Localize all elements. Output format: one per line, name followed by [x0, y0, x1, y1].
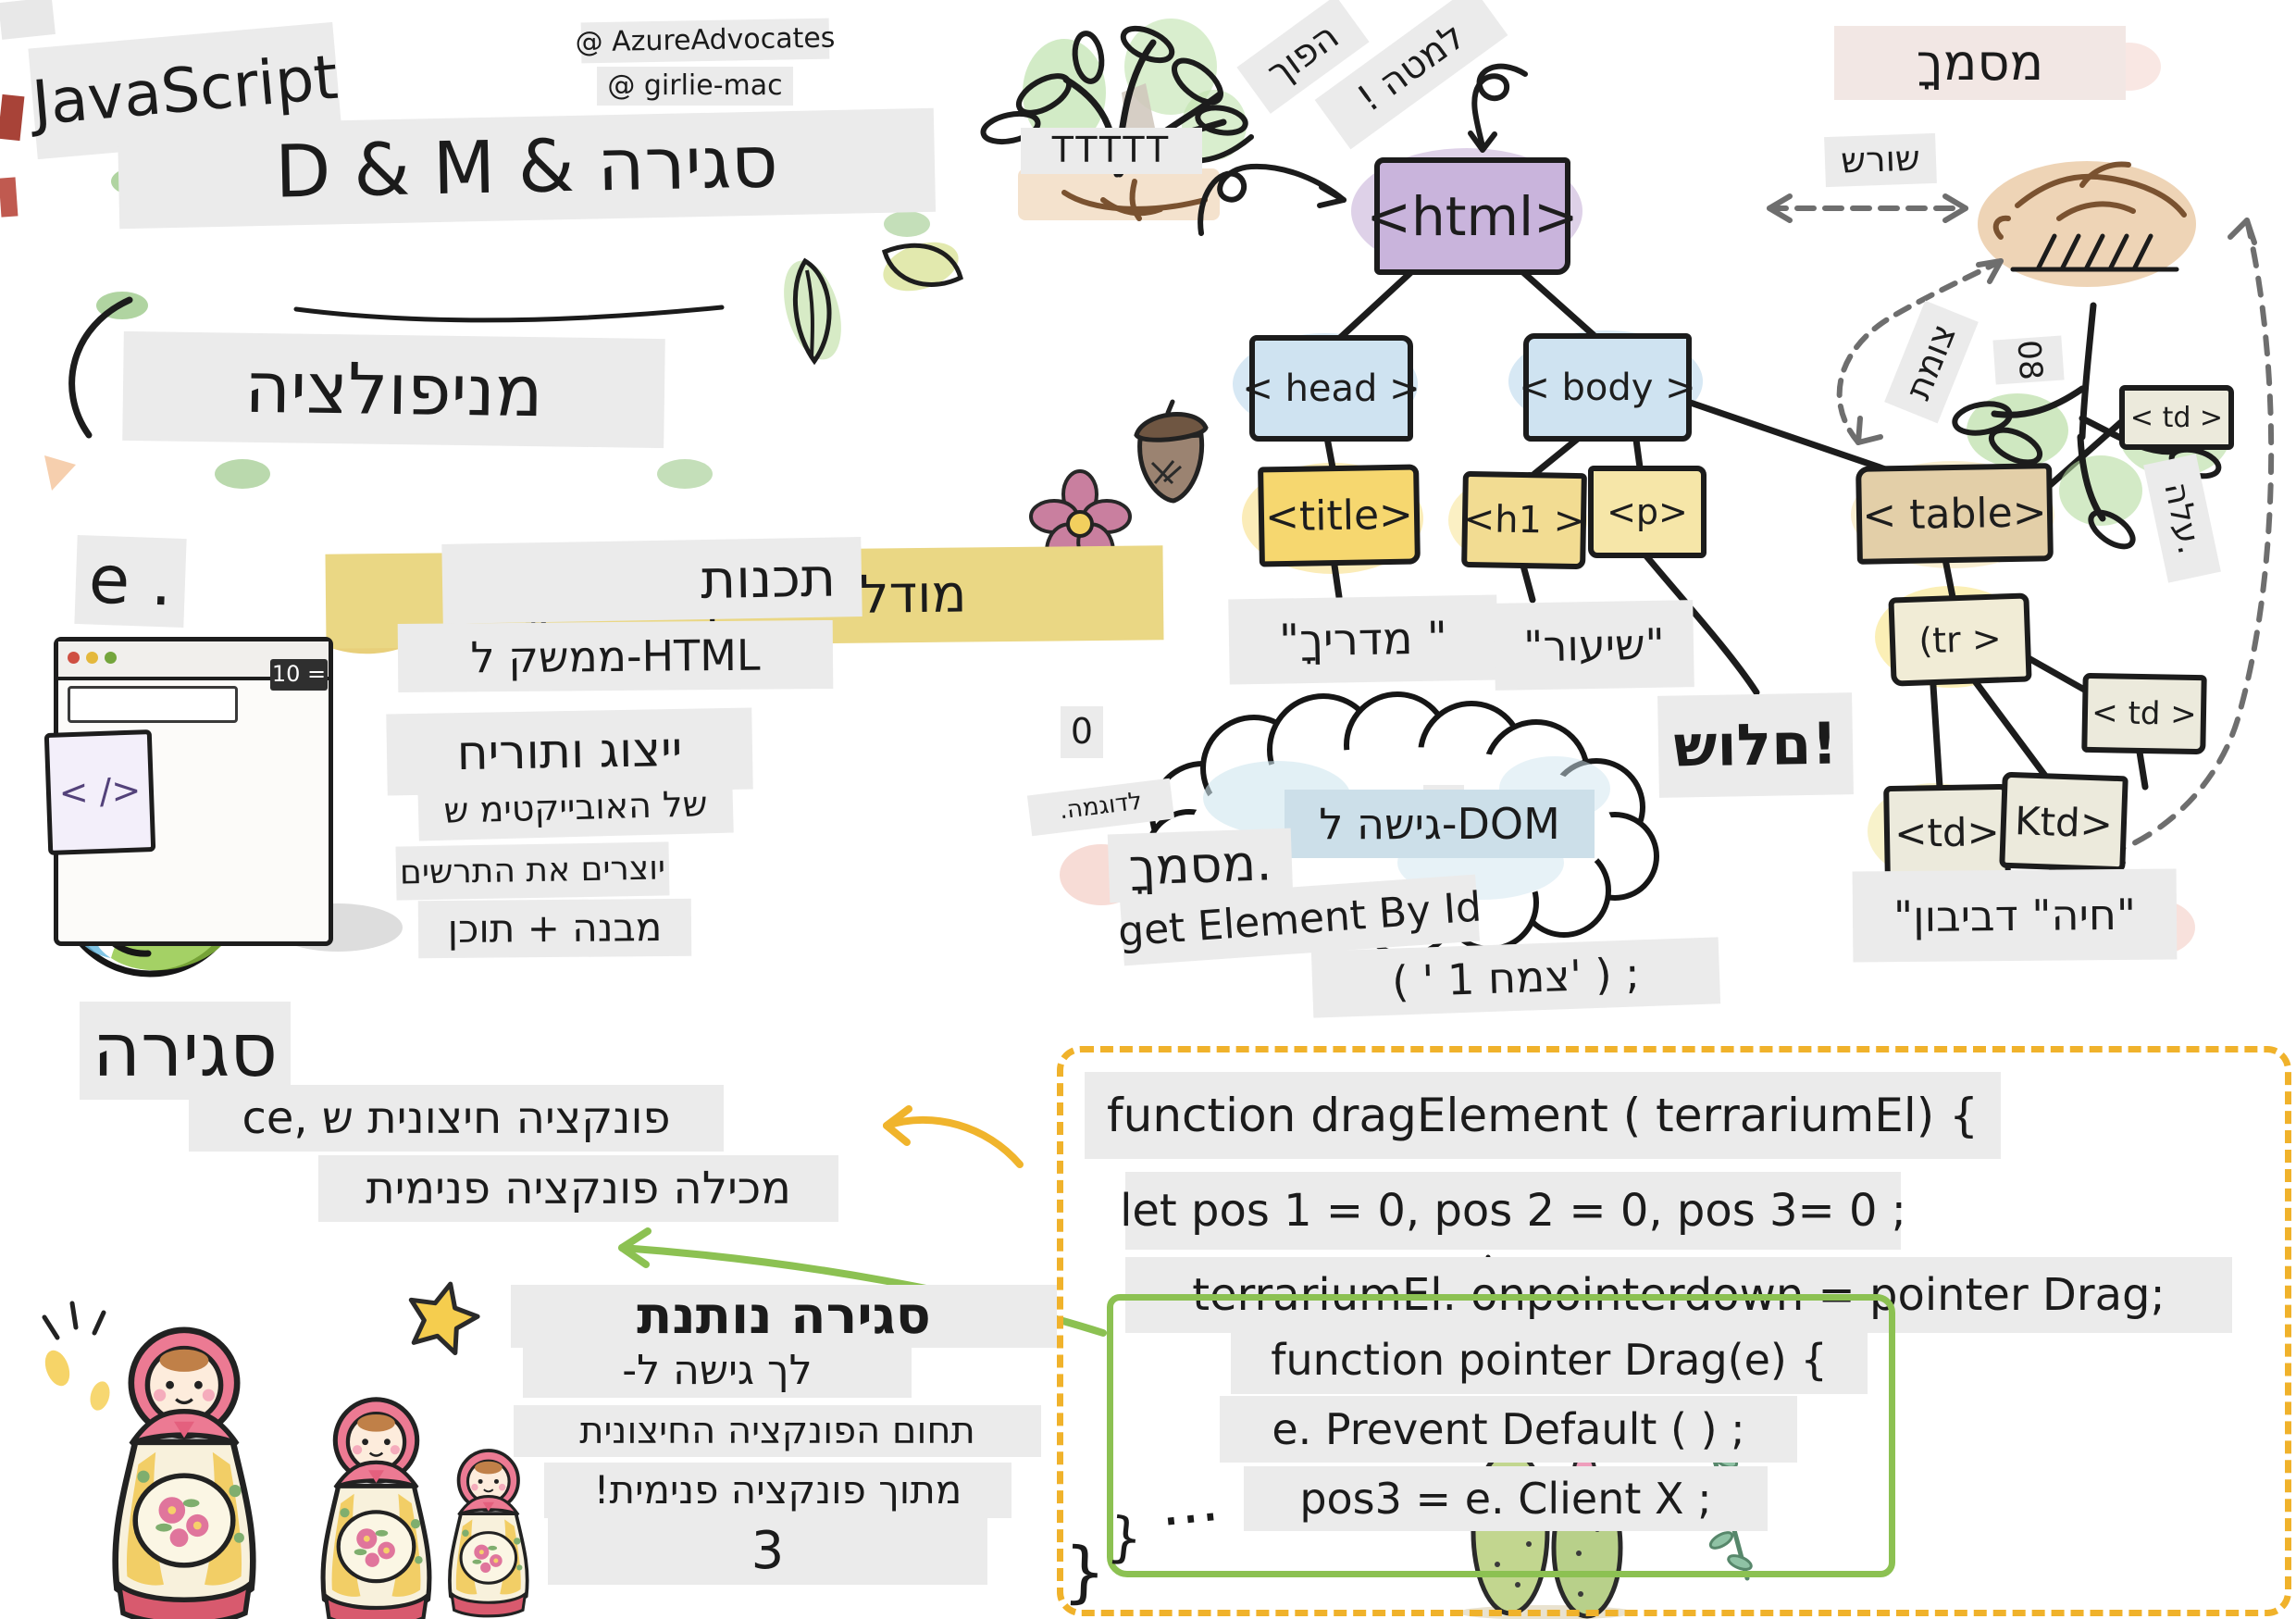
- node-title: <title>: [1258, 464, 1421, 567]
- sparkle-icon: [42, 1301, 110, 1411]
- star-icon: [408, 1281, 480, 1356]
- nesting-line2: תינוציחה היצקנופה םוחת: [514, 1405, 1041, 1457]
- label-document: ךָמסמ: [1834, 26, 2126, 100]
- red-tag-2: [0, 177, 19, 218]
- closure-line2: תימינפ היצקנופ הליכמ: [318, 1155, 838, 1222]
- node-html: <html>: [1366, 157, 1579, 275]
- upside-down-seedling: [1952, 302, 2230, 550]
- code-inner-3: pos3 = e. Client X ;: [1244, 1466, 1768, 1531]
- text-hello: שולם!: [1657, 692, 1854, 798]
- closure-heading: הריגס: [80, 1002, 291, 1100]
- dashed-root-arrow: [1767, 193, 1968, 223]
- node-td-c: <td>: [1883, 783, 2011, 881]
- node-table: < table>: [1855, 463, 2054, 565]
- closure-line1: ce, ש תינוציח היצקנופ: [189, 1085, 724, 1152]
- code-ellipsis: …: [1156, 1466, 1222, 1541]
- leaf-icon: [784, 242, 963, 366]
- tree-label: TTTTT: [1021, 128, 1202, 174]
- code-line-1: function dragElement ( terrariumEl) {: [1085, 1072, 2001, 1159]
- hand-brace-1: }: [1105, 1503, 1146, 1571]
- handle-girliemac: @ girlie-mac: [597, 67, 793, 106]
- note-of-objects: ש מיטקייבואה לש: [417, 775, 734, 841]
- node-p: <p>: [1588, 466, 1706, 558]
- spiral-arrow-to-html: [1468, 63, 1528, 153]
- nesting-line3: !תימינפ היצקנופ ךותמ: [544, 1463, 1011, 1518]
- inner-function-border: [1107, 1294, 1895, 1577]
- cloud-label: ל השיג-DOM: [1285, 790, 1595, 858]
- handle-azure: @ AzureAdvocates: [575, 18, 836, 64]
- curly-arrow-to-html: [1198, 163, 1347, 236]
- text-guide: "ךָירדמ ": [1228, 594, 1498, 685]
- matryoshka-group: [116, 1330, 529, 1619]
- minimize-dot-icon: [86, 652, 98, 664]
- label-root: שרוש: [1824, 132, 1937, 188]
- browser-badge: 10 =: [270, 659, 328, 691]
- note-structure-content: ןכות + הנבמ: [417, 898, 692, 959]
- text-raccoon: "ןוביבד "היח": [1852, 868, 2178, 963]
- node-td-d: Ktd>: [1999, 771, 2128, 873]
- node-head: < head >: [1242, 335, 1421, 442]
- yellow-arrow: [883, 1105, 1024, 1168]
- code-block-border: [1057, 1046, 2291, 1616]
- dashed-node-arrow: [1836, 258, 2004, 445]
- maximize-dot-icon: [105, 652, 117, 664]
- acorn-icon: [1134, 399, 1209, 504]
- text-lesson: "רועיש": [1494, 600, 1694, 691]
- corner-tag: [0, 0, 56, 40]
- subtitle-manipulation: היצלופינמ: [122, 330, 665, 449]
- browser-urlbar: [68, 686, 238, 723]
- code-inner-2: e. Prevent Default ( ) ;: [1220, 1396, 1797, 1463]
- main-title: D & M & הריגס: [117, 107, 937, 230]
- code-plant1-arg: ( ' 1 חמצ' ) ;: [1310, 937, 1721, 1018]
- node-tr: (tr >: [1888, 592, 2032, 687]
- code-line-2: let pos 1 = 0, pos 2 = 0, pos 3= 0 ;: [1120, 1172, 1906, 1250]
- nesting-count: 3: [548, 1518, 987, 1585]
- close-dot-icon: [68, 652, 80, 664]
- zero-a: 0: [1061, 706, 1103, 758]
- node-td-a: < td >: [2119, 385, 2234, 450]
- node-td-b: < td >: [2081, 672, 2207, 755]
- hand-brace-2: }: [1061, 1532, 1108, 1612]
- nesting-line1: -ל השיג ךל: [523, 1344, 912, 1398]
- node-h1: <h1 >: [1461, 470, 1587, 570]
- note-programming: תונכת: [441, 537, 863, 624]
- roots-illustration: [1978, 161, 2196, 287]
- label-number-08: 08: [1992, 335, 2065, 385]
- code-card: < />: [43, 729, 156, 855]
- note-create-diagram: םישרתה תא םירצוי: [395, 841, 670, 901]
- node-body: < body >: [1519, 333, 1696, 442]
- e-note: e .: [74, 534, 187, 629]
- code-inner-1: function pointer Drag(e) {: [1231, 1326, 1868, 1394]
- nesting-heading: תנתונ הריגס: [511, 1285, 1057, 1348]
- note-html-interface: ל קשממ-HTML: [397, 619, 834, 693]
